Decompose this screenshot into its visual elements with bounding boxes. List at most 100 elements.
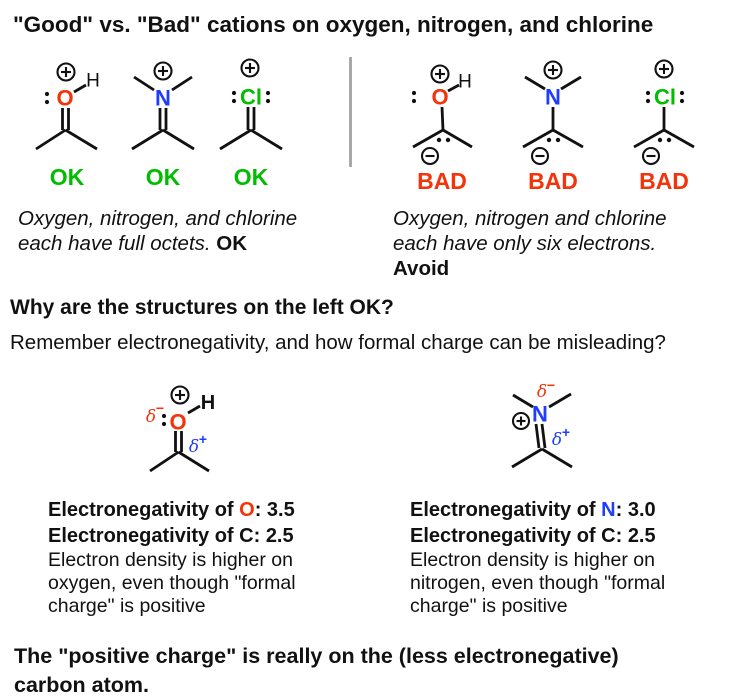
plus-charge-icon (430, 64, 450, 84)
lone-pair-icon (411, 90, 417, 104)
verdict-label-ok: OK (233, 164, 269, 190)
bad-caption-bold: Avoid (393, 257, 450, 280)
verdict-label-bad: BAD (528, 168, 578, 194)
double-bond (534, 423, 547, 449)
double-bond (174, 431, 183, 452)
bad-caption-line2: each have only six electrons. (393, 232, 657, 255)
verdict-label-bad: BAD (639, 168, 689, 194)
methyl-bonds (522, 128, 584, 149)
methyl-bonds (35, 128, 98, 151)
n-methyl-bonds (524, 75, 582, 91)
structure-oxygen-bad: H O BAD (386, 56, 498, 196)
methyl-bonds (219, 128, 283, 151)
en-body-line3: charge" is positive (410, 595, 568, 617)
plus-charge-icon (153, 61, 173, 81)
double-bond (61, 108, 70, 130)
structure-drawing: N (522, 60, 584, 166)
atom-label-hydrogen: H (86, 71, 100, 92)
en-body-line2: oxygen, even though "formal (48, 572, 296, 594)
verdict-label-bad: BAD (417, 168, 467, 194)
conclusion-text: The "positive charge" is really on the (… (14, 642, 619, 698)
section-divider (349, 57, 352, 167)
page-title: "Good" vs. "Bad" cations on oxygen, nitr… (13, 12, 654, 37)
o-h-bond (447, 83, 460, 93)
plus-charge-icon (170, 385, 190, 405)
good-caption-bold: OK (216, 232, 248, 255)
atom-label-nitrogen: N (155, 86, 171, 111)
o-h-bond (73, 83, 87, 94)
atom-label-chlorine: Cl (654, 85, 676, 110)
atom-label-chlorine: Cl (240, 85, 262, 110)
bad-caption: Oxygen, nitrogen and chlorine each have … (393, 206, 667, 281)
en-row-carbon: Electronegativity of C: 2.5 (410, 525, 656, 547)
atom-label-oxygen: O (169, 410, 186, 435)
en-body-line3: charge" is positive (48, 595, 206, 617)
svg-text:δ: δ (189, 437, 199, 457)
plus-charge-icon (654, 59, 674, 79)
single-bond (440, 106, 445, 131)
svg-text:−: − (156, 400, 164, 416)
svg-text:δ: δ (537, 382, 547, 402)
lone-pair-icon (231, 90, 271, 104)
structure-drawing: H O (411, 64, 473, 166)
svg-text:+: + (199, 431, 207, 447)
plus-charge-icon (511, 411, 531, 431)
structure-drawing: δ − N δ + (511, 377, 573, 469)
lone-pair-icon (645, 90, 685, 104)
plus-charge-icon (56, 62, 76, 82)
structure-nitrogen-delta: δ − N δ + (495, 377, 605, 480)
en-row-carbon: Electronegativity of C: 2.5 (48, 525, 294, 547)
en-row-oxygen: Electronegativity of O: 3.5 (48, 499, 295, 521)
structure-chloronium-ok: Cl OK (196, 56, 306, 196)
conclusion-line2: carbon atom. (14, 673, 149, 697)
double-bond (246, 107, 256, 130)
svg-text:δ: δ (146, 407, 156, 427)
atom-label-oxygen: O (431, 85, 448, 110)
minus-charge-icon (420, 146, 440, 166)
verdict-label-ok: OK (145, 164, 181, 190)
structure-oxygen-delta: H δ − O δ + (130, 380, 240, 480)
delta-minus-label: δ − (146, 400, 164, 427)
methyl-bonds (131, 128, 195, 151)
lone-pair-icon (161, 413, 167, 427)
carbanion-lone-pair-icon (436, 137, 451, 143)
lone-pair-icon (44, 91, 50, 105)
carbanion-lone-pair-icon (546, 137, 561, 143)
question-subtext: Remember electronegativity, and how form… (10, 331, 666, 354)
svg-text:−: − (547, 380, 555, 393)
en-body-line1: Electron density is higher on (410, 549, 655, 571)
atom-label-oxygen: O (56, 86, 73, 111)
question-heading: Why are the structures on the left OK? (10, 296, 394, 319)
o-h-bond (187, 404, 201, 415)
good-caption-line1: Oxygen, nitrogen, and chlorine (18, 207, 298, 230)
atom-label-hydrogen: H (201, 392, 215, 414)
atom-label-hydrogen: H (458, 72, 472, 93)
structure-drawing: H O (35, 62, 100, 151)
structure-drawing: Cl (633, 59, 695, 166)
verdict-label-ok: OK (49, 164, 85, 190)
en-row-nitrogen: Electronegativity of N: 3.0 (410, 499, 656, 521)
delta-minus-label: δ − (537, 377, 555, 402)
en-atom-nitrogen: N (601, 499, 616, 521)
en-body-line2: nitrogen, even though "formal (410, 572, 666, 594)
svg-text:δ: δ (552, 430, 562, 450)
electronegativity-block-nitrogen: Electronegativity of N: 3.0 Electronegat… (410, 497, 665, 618)
atom-label-nitrogen: N (532, 402, 548, 427)
bad-caption-line1: Oxygen, nitrogen and chlorine (393, 207, 667, 230)
structure-drawing: Cl (219, 58, 283, 151)
structure-iminium-ok: N OK (108, 56, 218, 196)
structure-nitrogen-bad: N BAD (497, 56, 609, 196)
methyl-bonds (412, 128, 473, 149)
carbanion-lone-pair-icon (657, 137, 672, 143)
structure-drawing: H δ − O δ + (146, 385, 215, 473)
svg-text:+: + (562, 424, 570, 440)
methyl-bonds (511, 447, 573, 469)
structure-oxocarbenium-ok: H O OK (12, 56, 122, 196)
electronegativity-block-oxygen: Electronegativity of O: 3.5 Electronegat… (48, 497, 296, 618)
en-atom-oxygen: O (239, 499, 255, 521)
structure-chlorine-bad: Cl BAD (608, 56, 720, 196)
n-methyl-bonds (512, 392, 572, 409)
plus-charge-icon (240, 58, 260, 78)
minus-charge-icon (530, 146, 550, 166)
